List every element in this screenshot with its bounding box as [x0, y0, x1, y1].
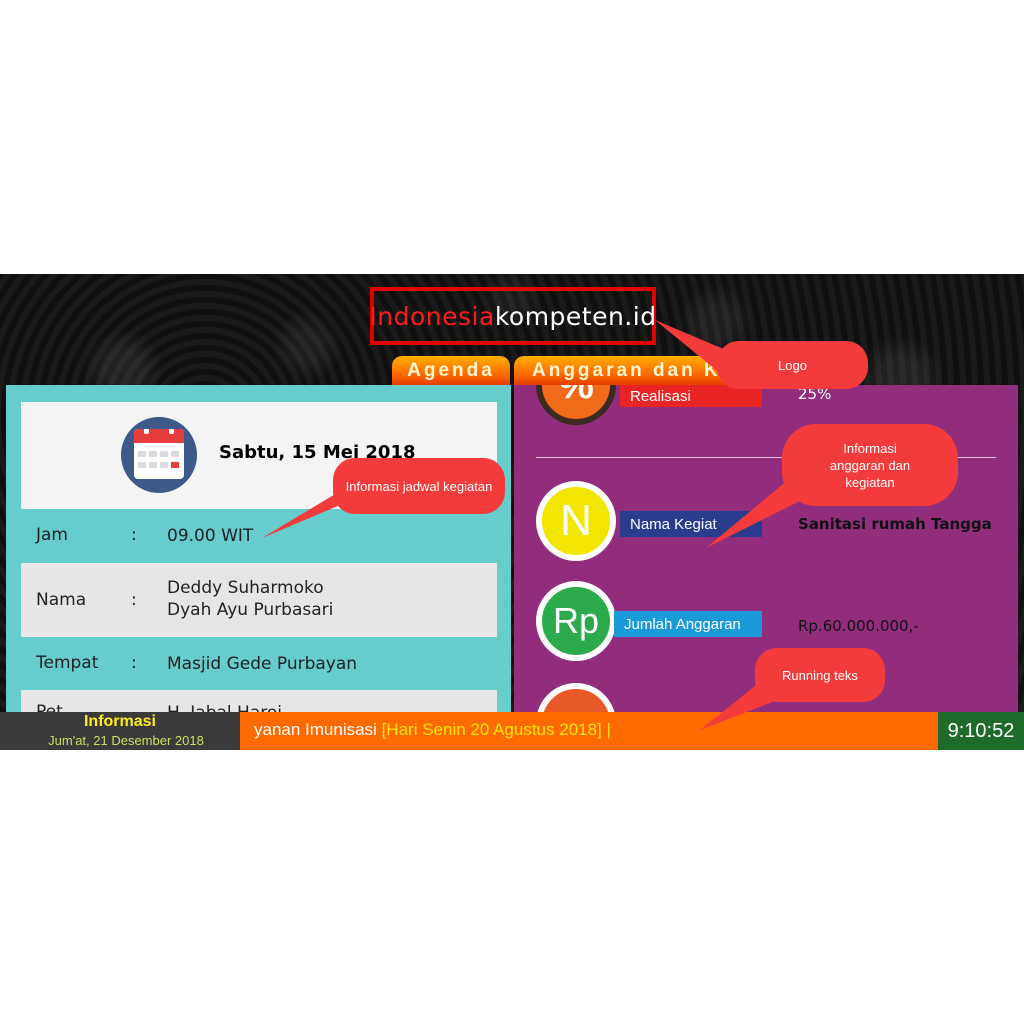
- ticker-separator: |: [601, 720, 611, 739]
- agenda-row-tempat: Tempat : Masjid Gede Purbayan: [21, 639, 497, 689]
- logo-callout: Logo: [717, 341, 868, 389]
- tab-agenda[interactable]: Agenda: [392, 356, 510, 386]
- next-item-icon: [536, 683, 616, 715]
- agenda-panel: Sabtu, 15 Mei 2018 Jam : 09.00 WIT Nama …: [6, 385, 511, 715]
- row-colon: :: [131, 590, 137, 610]
- logo-white-text: kompeten.id: [494, 301, 657, 331]
- jumlah-anggaran-label: Jumlah Anggaran: [614, 611, 762, 637]
- jadwal-callout: Informasi jadwal kegiatan: [333, 458, 505, 514]
- row-value: Deddy Suharmoko Dyah Ayu Purbasari: [167, 577, 333, 621]
- row-colon: :: [131, 653, 137, 673]
- logo-red-text: Indonesia: [369, 301, 495, 331]
- info-date: Jum'at, 21 Desember 2018: [48, 733, 204, 748]
- rupiah-icon: Rp: [536, 581, 616, 661]
- row-label: Tempat: [36, 653, 99, 673]
- jumlah-anggaran-value: Rp.60.000.000,-: [798, 617, 919, 635]
- realisasi-label: Realisasi: [620, 385, 762, 407]
- clock: 9:10:52: [938, 712, 1024, 750]
- agenda-date: Sabtu, 15 Mei 2018: [219, 442, 416, 463]
- row-label: Nama: [36, 590, 87, 610]
- running-callout: Running teks: [755, 648, 885, 702]
- row-value: 09.00 WIT: [167, 526, 254, 546]
- info-title: Informasi: [83, 713, 156, 730]
- agenda-row-jam: Jam : 09.00 WIT: [21, 509, 497, 561]
- tab-anggaran[interactable]: Anggaran dan K: [514, 356, 744, 386]
- n-icon: N: [536, 481, 616, 561]
- nama-kegiatan-label: Nama Kegiat: [620, 511, 762, 537]
- agenda-row-nama: Nama : Deddy Suharmoko Dyah Ayu Purbasar…: [21, 563, 497, 637]
- nama-kegiatan-value: Sanitasi rumah Tangga: [798, 515, 992, 533]
- realisasi-value: 25%: [798, 385, 832, 403]
- row-value: Masjid Gede Purbayan: [167, 654, 358, 674]
- info-box: Informasi Jum'at, 21 Desember 2018: [0, 712, 240, 750]
- agenda-row-partial: Pet H. Jabal Haroi: [21, 690, 497, 715]
- anggaran-callout: Informasi anggaran dan kegiatan: [782, 424, 958, 506]
- footer-bar: Informasi Jum'at, 21 Desember 2018 yanan…: [0, 712, 1024, 750]
- ticker-date-text: [Hari Senin 20 Agustus 2018]: [381, 720, 602, 739]
- row-value-line2: Dyah Ayu Purbasari: [167, 600, 334, 620]
- row-label: Pet: [36, 702, 63, 715]
- row-colon: :: [131, 525, 137, 545]
- divider: [536, 457, 996, 458]
- calendar-icon: [121, 417, 197, 493]
- ticker-main-text: yanan Imunisasi: [254, 720, 382, 739]
- percent-icon: %: [536, 385, 616, 425]
- row-value-line1: Deddy Suharmoko: [167, 578, 324, 598]
- running-text-ticker: yanan Imunisasi [Hari Senin 20 Agustus 2…: [240, 712, 938, 750]
- row-label: Jam: [36, 525, 68, 545]
